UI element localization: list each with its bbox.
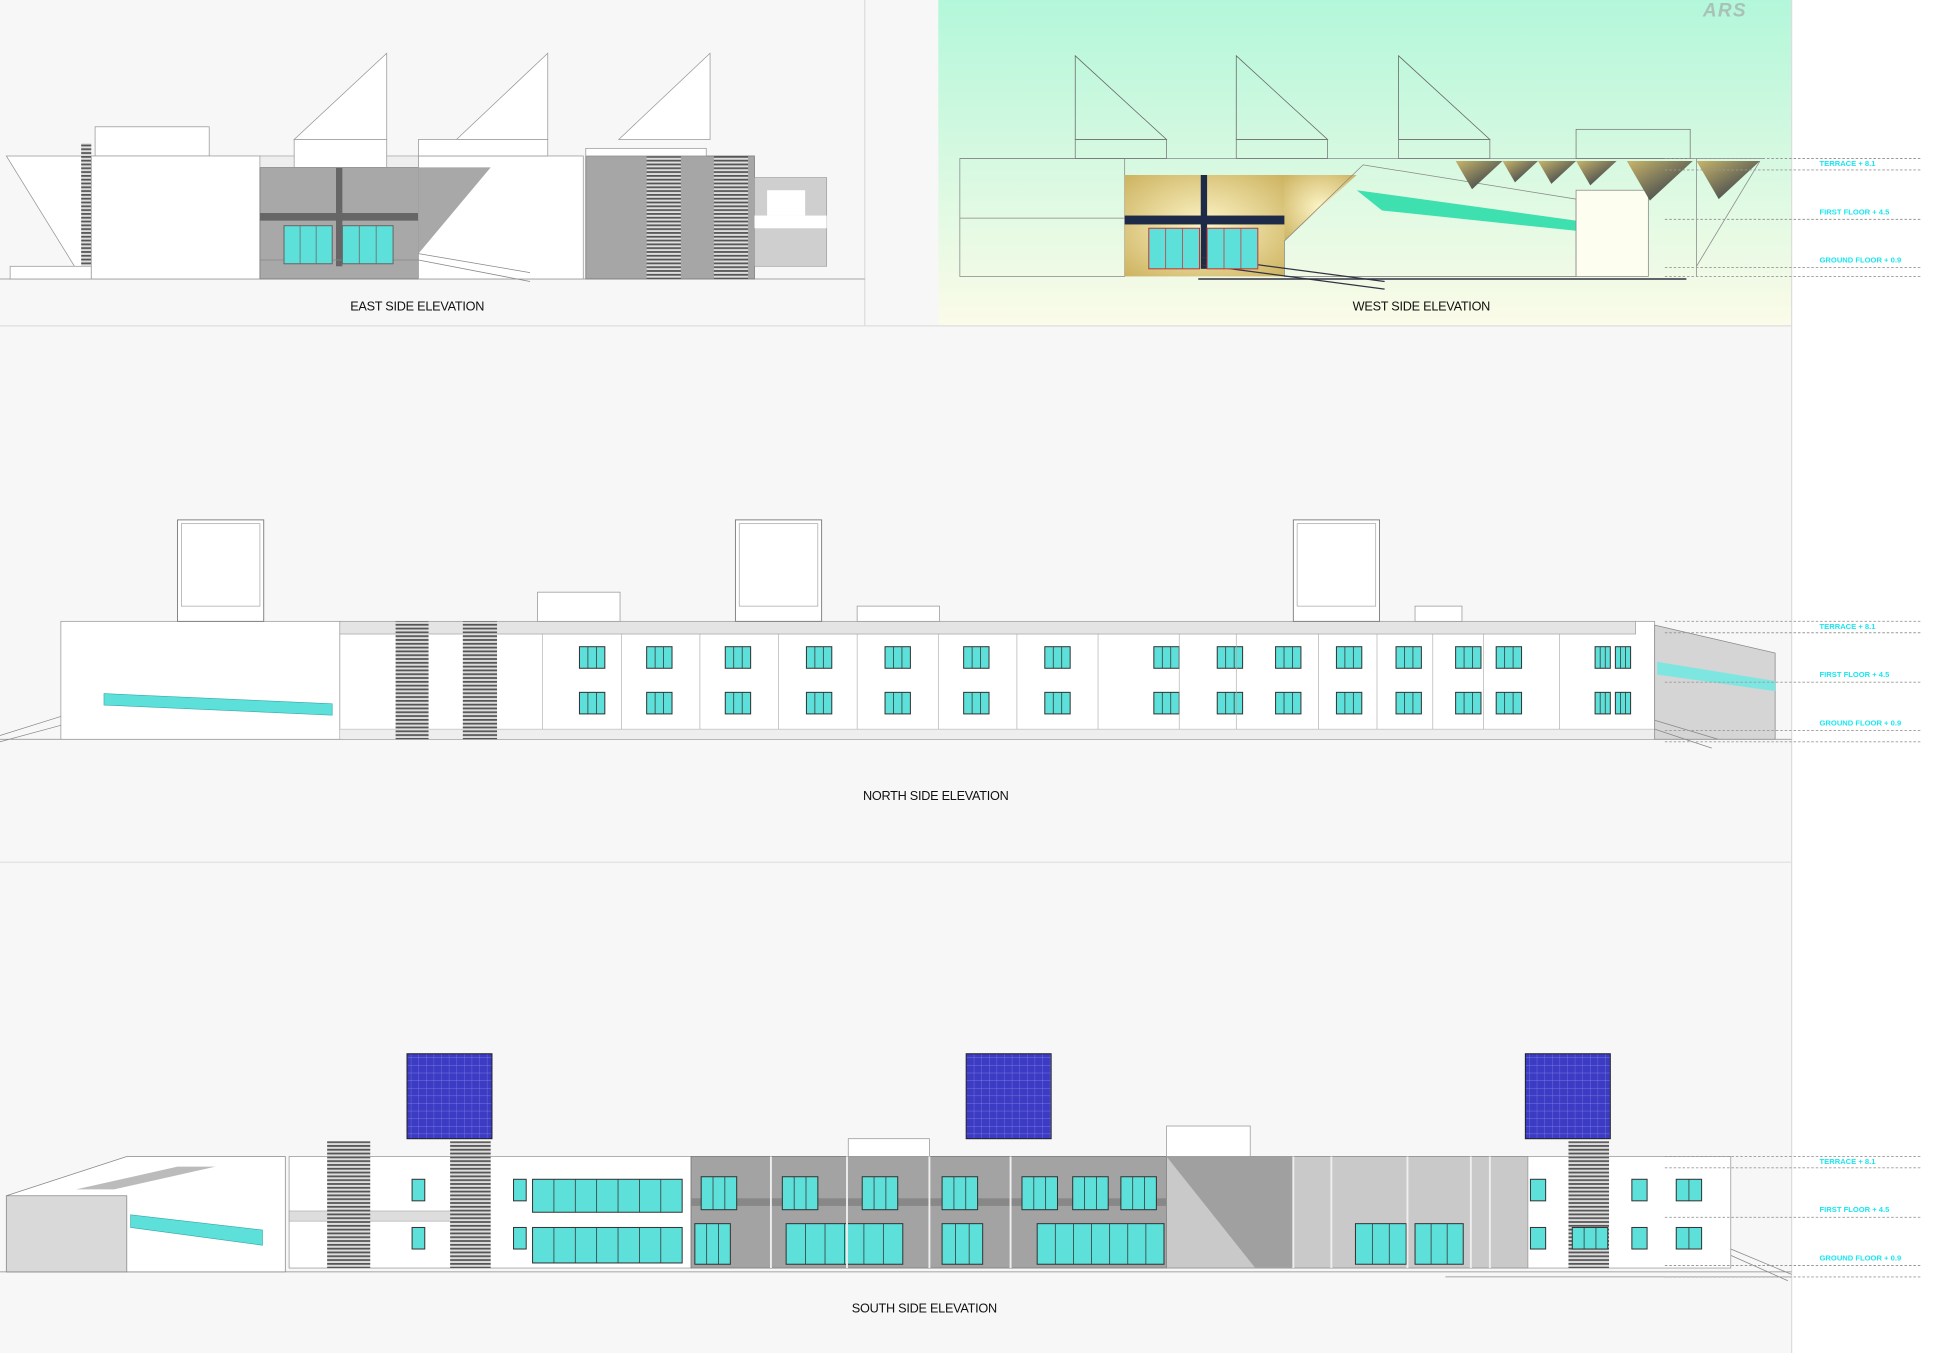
window [1036,1223,1165,1265]
level-label-ground-floor: GROUND FLOOR + 0.9 [1820,1253,1902,1262]
window [1148,227,1200,270]
window [1275,691,1302,715]
north-elevation-title: NORTH SIDE ELEVATION [863,789,1009,803]
window [1335,691,1363,715]
window [513,1178,527,1202]
window [1395,646,1422,669]
roof-fin [1696,161,1760,200]
window [700,1176,738,1211]
solar-panel [1524,1053,1611,1140]
level-label-ground-floor: GROUND FLOOR + 0.9 [1820,255,1902,264]
window [1571,1226,1609,1250]
window [513,1226,527,1250]
window [532,1226,683,1264]
roof-tower [177,519,265,622]
window [1495,646,1523,669]
window [724,646,752,669]
level-label-terrace: TERRACE + 8.1 [1820,622,1877,631]
window [1614,691,1632,715]
window [1335,646,1363,669]
window [1594,646,1611,669]
west-elevation-title: WEST SIDE ELEVATION [1353,300,1491,314]
roof-fin [1626,161,1693,201]
window [341,225,394,265]
window [724,691,752,715]
level-label-first-floor: FIRST FLOOR + 4.5 [1820,670,1891,679]
roof-fin [1455,161,1503,190]
window [1044,691,1071,715]
window [781,1176,819,1211]
window [1455,691,1482,715]
window [1206,227,1259,270]
window [578,691,606,715]
window [1414,1223,1464,1265]
ars-logo: ARS [1702,0,1747,21]
window [411,1226,426,1250]
window [1455,646,1482,669]
margin-area [1791,0,1959,1353]
window [884,646,911,669]
level-label-terrace: TERRACE + 8.1 [1820,1157,1877,1166]
window [1395,691,1422,715]
window [941,1223,984,1265]
roof-tower [1292,519,1380,622]
north-elevation-drawing [0,591,1792,749]
window [1495,691,1523,715]
roof-tower [734,519,823,622]
level-label-ground-floor: GROUND FLOOR + 0.9 [1820,718,1902,727]
window [1594,691,1611,715]
window [1021,1176,1058,1211]
window [283,225,333,265]
window [1153,691,1180,715]
window [1275,646,1302,669]
window [694,1223,731,1265]
roof-tower-frame [738,523,819,607]
window [411,1178,426,1202]
window [884,691,911,715]
window [1529,1226,1547,1250]
east-elevation-drawing [0,52,865,282]
roof-tower-frame [1296,523,1377,607]
solar-panel [965,1053,1052,1140]
level-label-first-floor: FIRST FLOOR + 4.5 [1820,207,1891,216]
east-elevation-title: EAST SIDE ELEVATION [350,300,484,314]
roof-fin [1538,161,1577,184]
window [1354,1223,1407,1265]
window [1153,646,1180,669]
window [532,1178,683,1213]
window [1631,1178,1648,1202]
window [1631,1226,1648,1250]
level-label-terrace: TERRACE + 8.1 [1820,159,1877,168]
window [646,646,673,669]
roof-tower-frame [181,523,261,607]
window [1216,691,1244,715]
window [1044,646,1071,669]
window [1216,646,1244,669]
solar-panel [406,1053,493,1140]
roof-fin [1576,161,1617,186]
window [646,691,673,715]
window [963,691,990,715]
window [805,646,833,669]
south-elevation-title: SOUTH SIDE ELEVATION [852,1301,997,1315]
window [578,646,606,669]
window [1529,1178,1547,1202]
window [1614,646,1632,669]
roof-fin [1502,161,1539,183]
window [805,691,833,715]
window [963,646,990,669]
window [941,1176,979,1211]
window [1120,1176,1157,1211]
window [861,1176,899,1211]
level-label-first-floor: FIRST FLOOR + 4.5 [1820,1205,1891,1214]
window [1072,1176,1109,1211]
